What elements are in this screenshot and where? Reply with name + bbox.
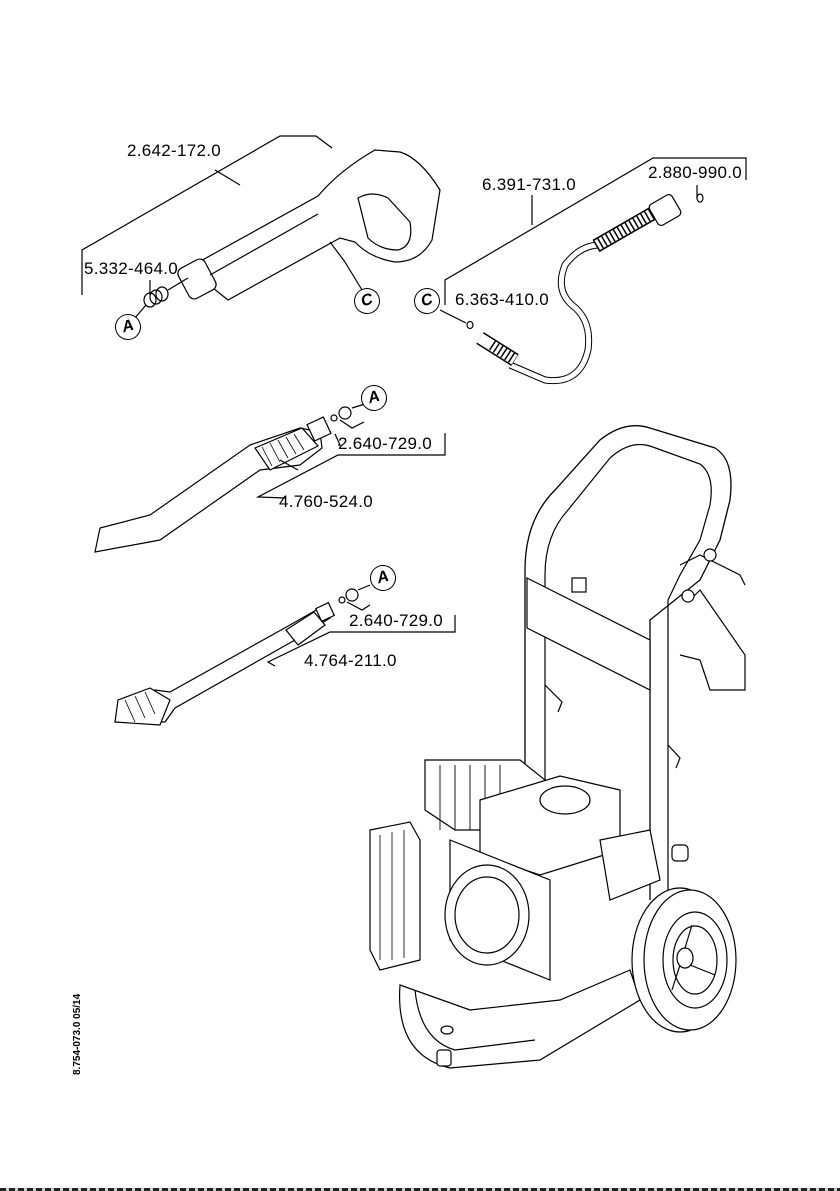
- engine: [369, 759, 689, 981]
- base-frame: [398, 969, 641, 1069]
- part-label-wand-2: 4.764-211.0: [304, 651, 397, 670]
- part-label-hose: 6.391-731.0: [482, 175, 577, 194]
- part-label-hose-oring-start: 6.363-410.0: [455, 290, 550, 309]
- part-label-wand-1: 4.760-524.0: [279, 492, 374, 511]
- gun-insert: [134, 277, 189, 319]
- part-label-gun: 2.642-172.0: [127, 141, 222, 160]
- document-number: 8.754-073.0 05/14: [72, 993, 83, 1075]
- wand-1: [94, 403, 446, 553]
- wheel: [631, 887, 737, 1033]
- part-label-hose-oring-end: 2.880-990.0: [648, 163, 743, 182]
- page-bottom-edge: [0, 1188, 840, 1191]
- spray-gun: [177, 149, 441, 301]
- wand-2: [114, 584, 456, 726]
- trolley-frame: [524, 425, 746, 900]
- part-label-wand-2-nozzle: 2.640-729.0: [349, 611, 444, 630]
- hose: [439, 193, 704, 385]
- part-label-wand-1-nozzle: 2.640-729.0: [338, 434, 433, 453]
- part-label-gun-insert: 5.332-464.0: [84, 259, 179, 278]
